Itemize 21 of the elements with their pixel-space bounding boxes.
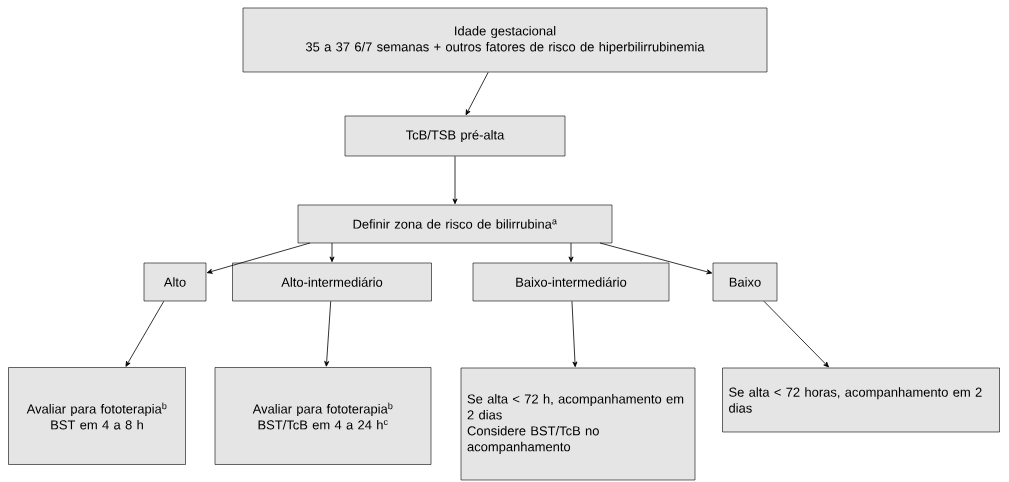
flow-box: Se alta < 72 horas, acompanhamento em 2 dias (722, 367, 1000, 433)
flow-box: Avaliar para fototerapia$^{b}$ BST em 4 a 8 h (8, 367, 186, 465)
arrow (571, 300, 578, 368)
flow-box: Avaliar para fototerapia$^{b}$ BST/TcB em 4 a 24 h$^{c}$ (214, 367, 432, 465)
arrow (329, 242, 335, 263)
arrow (465, 71, 489, 116)
flow-box: Baixo (712, 262, 778, 302)
flow-box: Alto-intermediário (232, 262, 432, 302)
flow-box: TcB/TSB pré-alta (344, 115, 566, 157)
arrow (452, 155, 458, 205)
arrow (206, 242, 311, 274)
arrow (599, 242, 713, 275)
arrow (763, 300, 829, 368)
flow-box: Idade gestacional 35 a 37 6/7 semanas + outros fatores de risco de hiperbilirrubinemia (242, 7, 768, 73)
arrow (125, 300, 165, 367)
flow-box: Baixo-intermediário (472, 262, 670, 302)
flow-box: Alto (143, 262, 207, 302)
arrow (324, 300, 332, 367)
flow-box: Se alta < 72 h, acompanhamento em 2 dias Considere BST/TcB no acompanhamento (460, 367, 696, 481)
flow-box: Definir zona de risco de bilirrubina$^{a}$ (297, 204, 613, 244)
arrow (568, 242, 574, 263)
